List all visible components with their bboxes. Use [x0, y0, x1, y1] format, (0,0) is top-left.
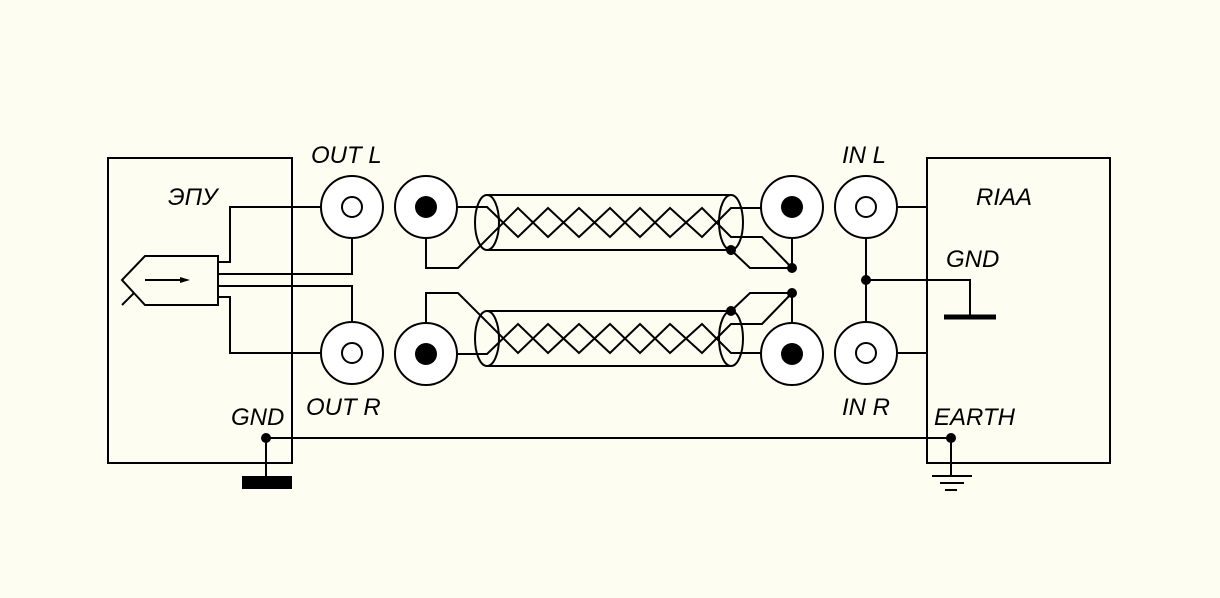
out-r-jack [320, 321, 384, 385]
riaa-box [926, 157, 1111, 464]
in-l-jack [834, 175, 898, 239]
cable-left-channel [394, 175, 824, 273]
in-r-label: IN R [842, 394, 890, 421]
in-r-jack [834, 321, 898, 385]
turntable-box [107, 157, 293, 464]
earth-label: EARTH [934, 404, 1016, 431]
turntable-label: ЭПУ [168, 184, 220, 211]
riaa-label: RIAA [976, 184, 1032, 211]
riaa-gnd-label: GND [946, 246, 999, 273]
cable-right-channel [394, 288, 824, 386]
out-r-label: OUT R [306, 394, 381, 421]
out-l-label: OUT L [311, 142, 382, 169]
turntable-ground-icon [242, 476, 292, 489]
in-l-label: IN L [842, 142, 886, 169]
out-l-jack [320, 175, 384, 239]
turntable-gnd-label: GND [231, 404, 284, 431]
shield-junction [726, 245, 736, 255]
cartridge-wires [218, 206, 353, 354]
earth-ground-icon [932, 438, 972, 491]
ground-junction [787, 263, 797, 273]
cartridge-icon [120, 255, 219, 306]
